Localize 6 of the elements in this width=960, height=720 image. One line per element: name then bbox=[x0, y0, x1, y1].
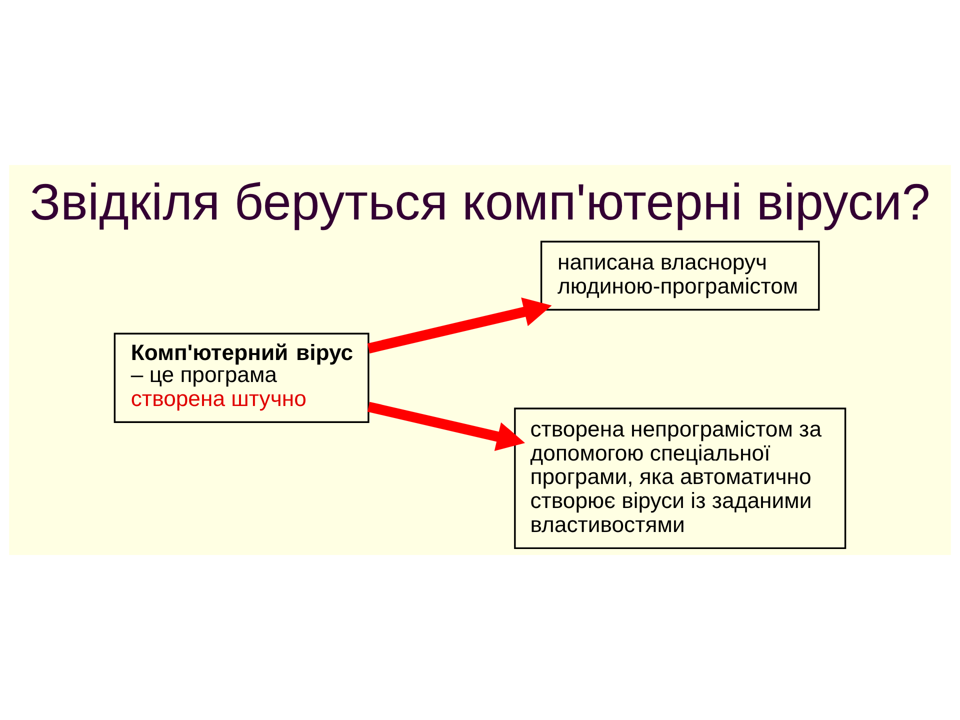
arrow bbox=[367, 298, 552, 354]
node-box: написана власноруч людиною-програмістом bbox=[540, 240, 820, 311]
diagram-title: Звідкіля беруться комп'ютерні віруси? bbox=[30, 174, 930, 230]
arrow bbox=[367, 402, 526, 451]
node-box: Комп'ютерний вірус – це програма створена штучно bbox=[114, 332, 370, 424]
node-box: створена непрограмістом за допомогою спеціальної програми, яка автоматично створює віруси із заданими властивостями bbox=[514, 408, 846, 550]
